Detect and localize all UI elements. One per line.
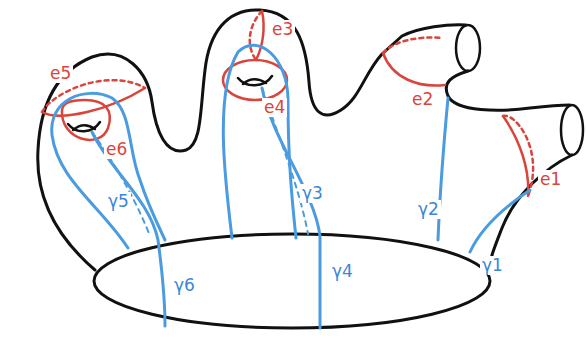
edge-label: e6 xyxy=(104,140,129,159)
curve-label: γ6 xyxy=(172,276,197,295)
curve-label: γ3 xyxy=(300,184,325,203)
curve-label: γ5 xyxy=(106,192,131,211)
edge-label: e5 xyxy=(48,64,73,83)
edge-label: e4 xyxy=(262,98,287,117)
curve-label: γ4 xyxy=(330,262,355,281)
curve-label: γ2 xyxy=(416,200,441,219)
edge-label: e1 xyxy=(538,170,563,189)
edge-label: e3 xyxy=(270,20,295,39)
curve-label: γ1 xyxy=(480,256,505,275)
edge-label: e2 xyxy=(410,90,435,109)
